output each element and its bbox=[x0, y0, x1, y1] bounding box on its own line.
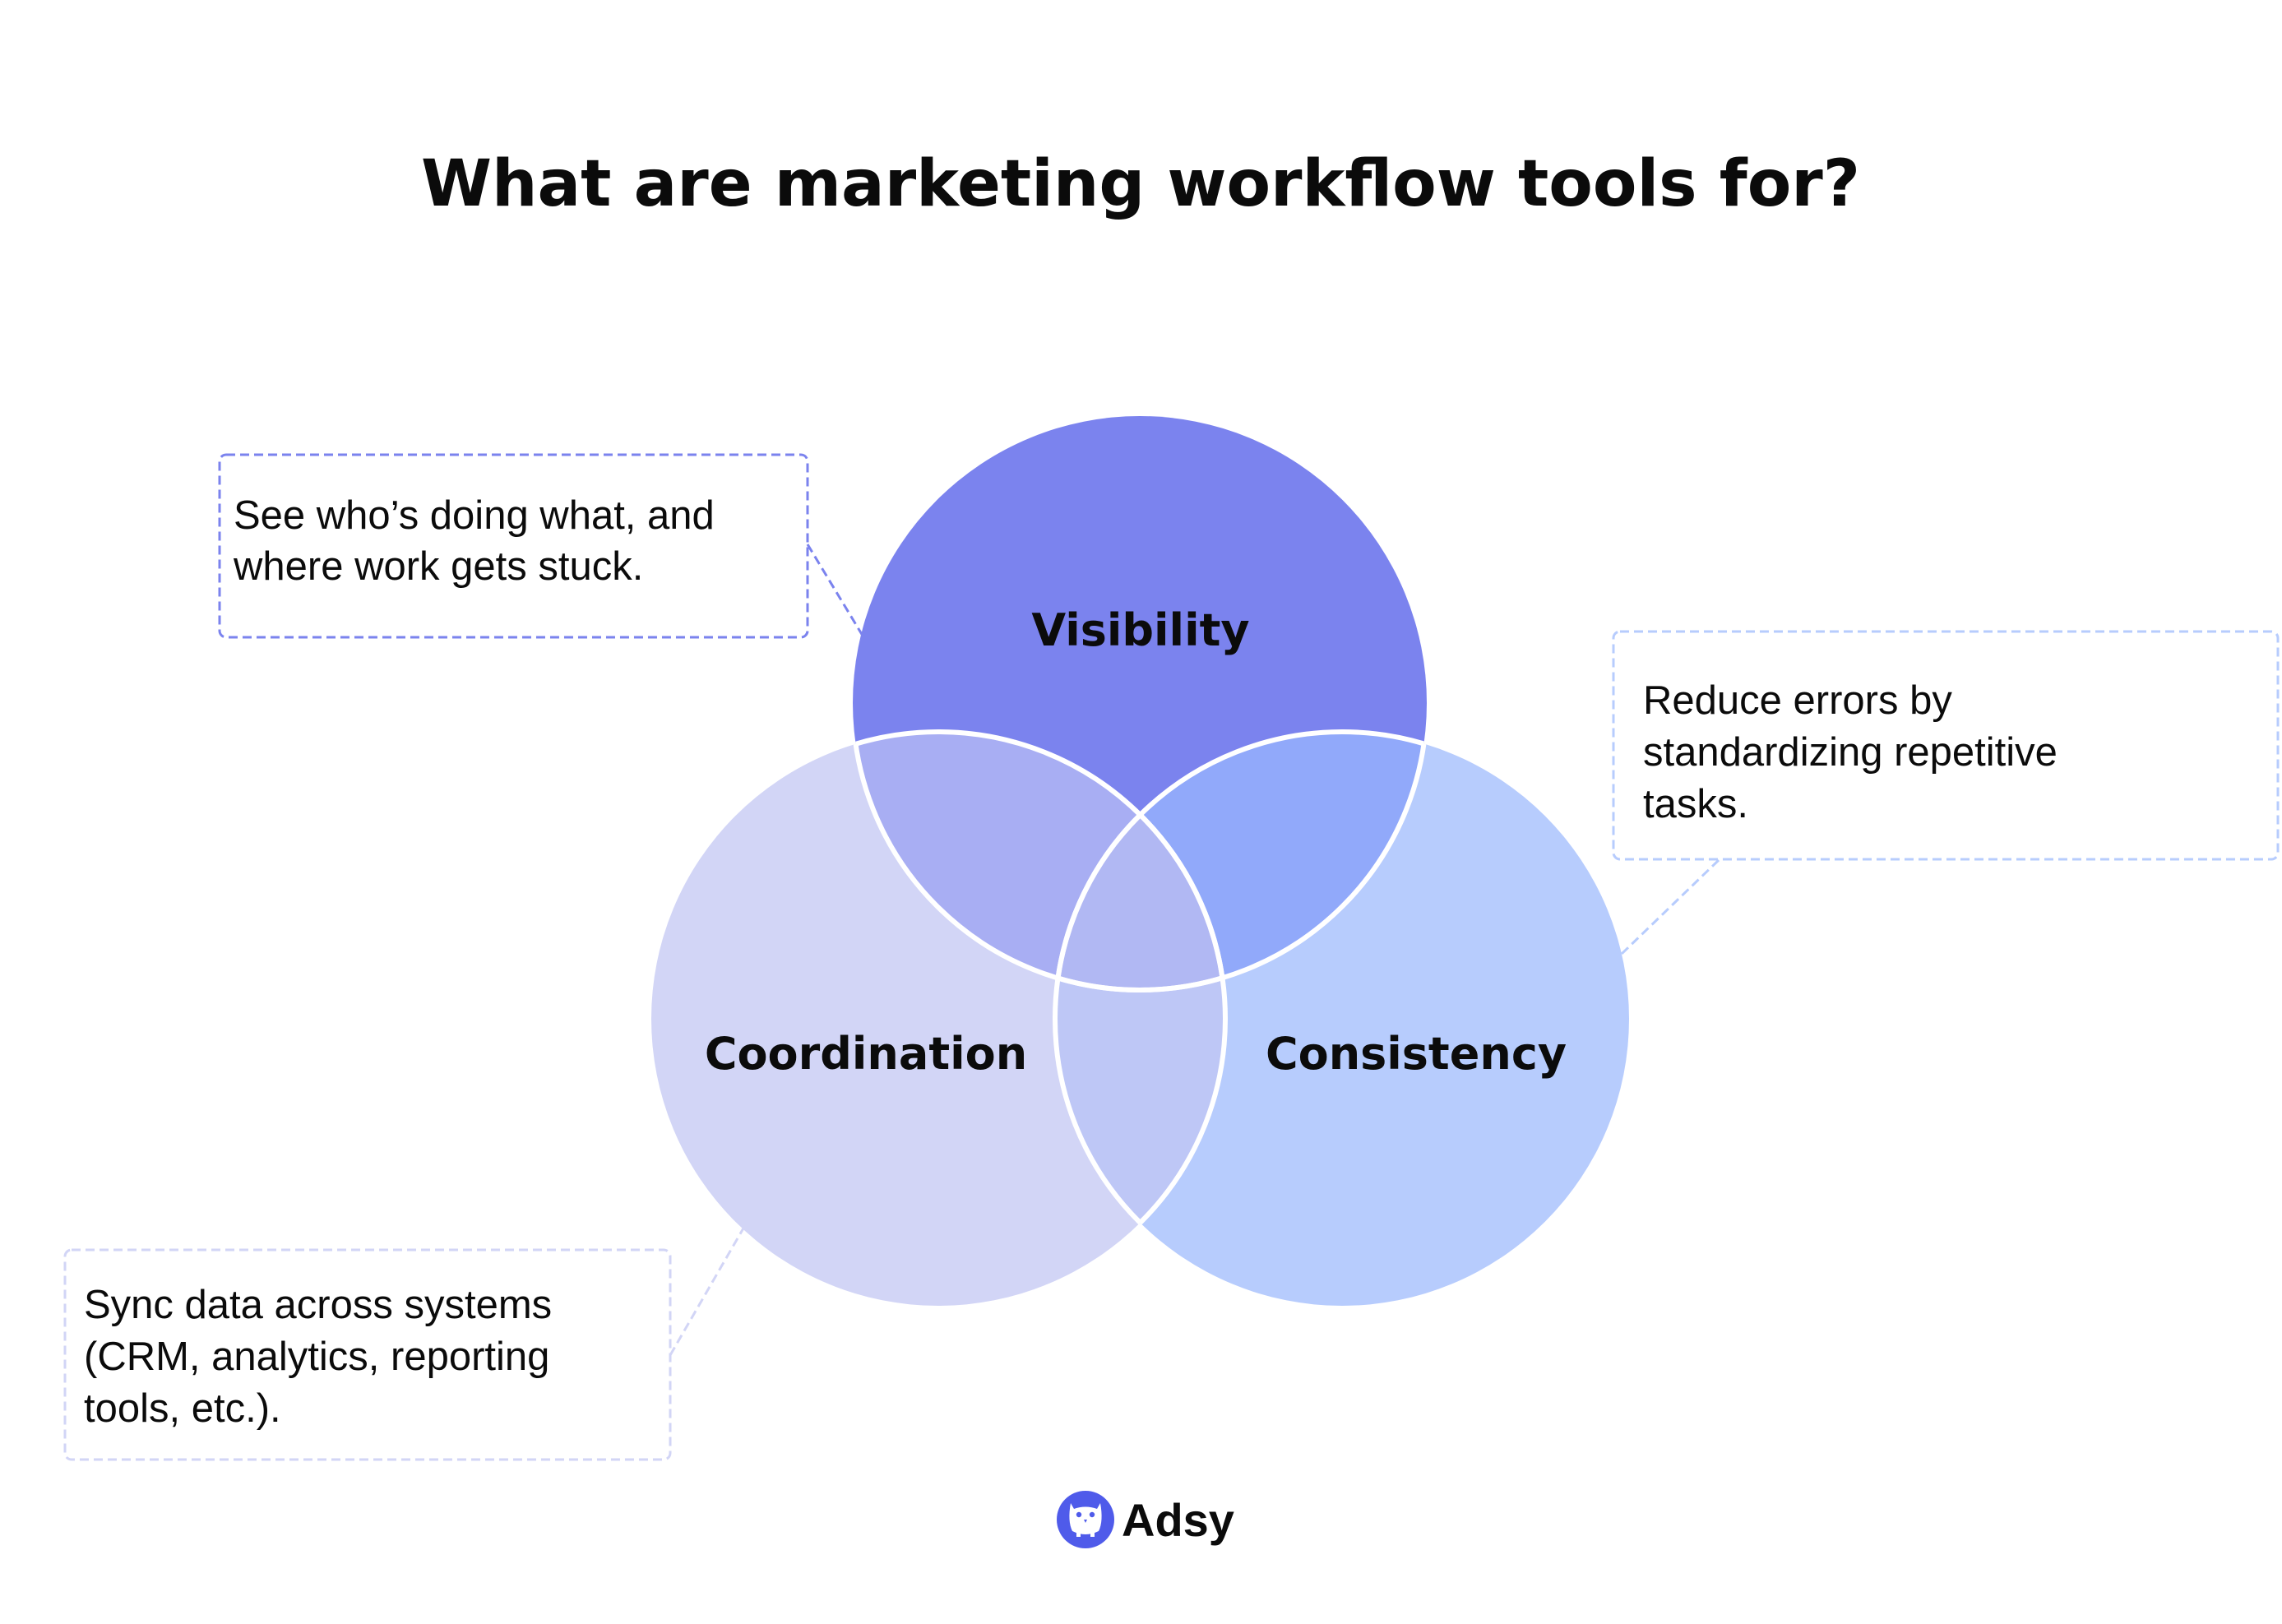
brand-logo: Adsy bbox=[1057, 1491, 1234, 1548]
overlap-visibility-coordination bbox=[853, 732, 1225, 990]
label-coordination: Coordination bbox=[705, 1028, 1027, 1080]
label-visibility: Visibility bbox=[1031, 604, 1249, 656]
note-coordination-line-3: tools, etc.). bbox=[84, 1386, 281, 1431]
venn-diagram: Visibility Coordination Consistency bbox=[651, 416, 1629, 1306]
owl-icon bbox=[1057, 1491, 1114, 1548]
note-consistency-line-2: standardizing repetitive bbox=[1643, 730, 2058, 775]
note-consistency-line-3: tasks. bbox=[1643, 782, 1748, 826]
overlap-visibility-consistency bbox=[1055, 732, 1427, 990]
connector-consistency bbox=[1620, 858, 1720, 955]
note-visibility-line-1: See who’s doing what, and bbox=[234, 493, 715, 538]
label-consistency: Consistency bbox=[1266, 1028, 1567, 1080]
note-coordination-line-2: (CRM, analytics, reporting bbox=[84, 1335, 549, 1379]
brand-name: Adsy bbox=[1122, 1494, 1234, 1546]
note-consistency-line-1: Reduce errors by bbox=[1643, 678, 1952, 723]
note-consistency: Reduce errors by standardizing repetitiv… bbox=[1612, 630, 2280, 955]
note-coordination: Sync data across systems (CRM, analytics… bbox=[63, 1226, 746, 1461]
note-coordination-line-1: Sync data across systems bbox=[84, 1283, 552, 1327]
connector-visibility bbox=[806, 544, 867, 641]
note-visibility-line-2: where work gets stuck. bbox=[233, 544, 643, 589]
page-title: What are marketing workflow tools for? bbox=[421, 147, 1860, 221]
connector-coordination bbox=[669, 1226, 746, 1356]
note-visibility: See who’s doing what, and where work get… bbox=[218, 453, 867, 641]
